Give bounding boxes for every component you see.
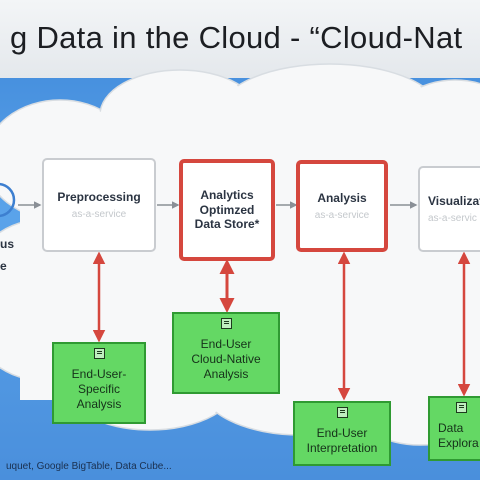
preprocessing-box: Preprocessing as-a-service — [42, 158, 156, 252]
datastore-box: Analytics Optimzed Data Store* — [179, 159, 275, 261]
analysis-box: Analysis as-a-service — [296, 160, 388, 252]
visualization-label: Visualizat — [428, 194, 480, 209]
slide-title: g Data in the Cloud - “Cloud-Nat — [10, 20, 463, 55]
analysis-label: Analysis — [317, 191, 367, 206]
data-source-label: us e — [0, 237, 15, 273]
document-icon — [456, 402, 467, 413]
preprocessing-label: Preprocessing — [57, 190, 141, 205]
output-box-interpretation: End-User Interpretation — [293, 401, 391, 466]
preprocessing-sub: as-a-service — [71, 208, 127, 220]
analysis-sub: as-a-service — [314, 209, 370, 221]
output-label: End-User Cloud-Native Analysis — [191, 337, 261, 381]
footer-note: uquet, Google BigTable, Data Cube... — [6, 461, 172, 472]
output-label: End-User-Specific Analysis — [71, 367, 127, 411]
output-label: End-User Interpretation — [306, 426, 378, 455]
title-bar: g Data in the Cloud - “Cloud-Nat — [0, 0, 480, 78]
data-source-cloud-icon — [0, 182, 16, 218]
output-box-cloud-native-analysis: End-User Cloud-Native Analysis — [172, 312, 280, 394]
document-icon — [220, 318, 232, 329]
output-label: Data Explora — [438, 421, 479, 450]
visualization-box: Visualizat as-a-servic — [418, 166, 480, 252]
output-box-specific-analysis: End-User-Specific Analysis — [52, 342, 146, 424]
document-icon — [336, 407, 348, 418]
document-icon — [93, 348, 105, 359]
datastore-label: Analytics Optimzed Data Store* — [194, 188, 260, 232]
visualization-sub: as-a-servic — [428, 212, 477, 224]
output-box-data-exploration: Data Explora — [428, 396, 480, 461]
